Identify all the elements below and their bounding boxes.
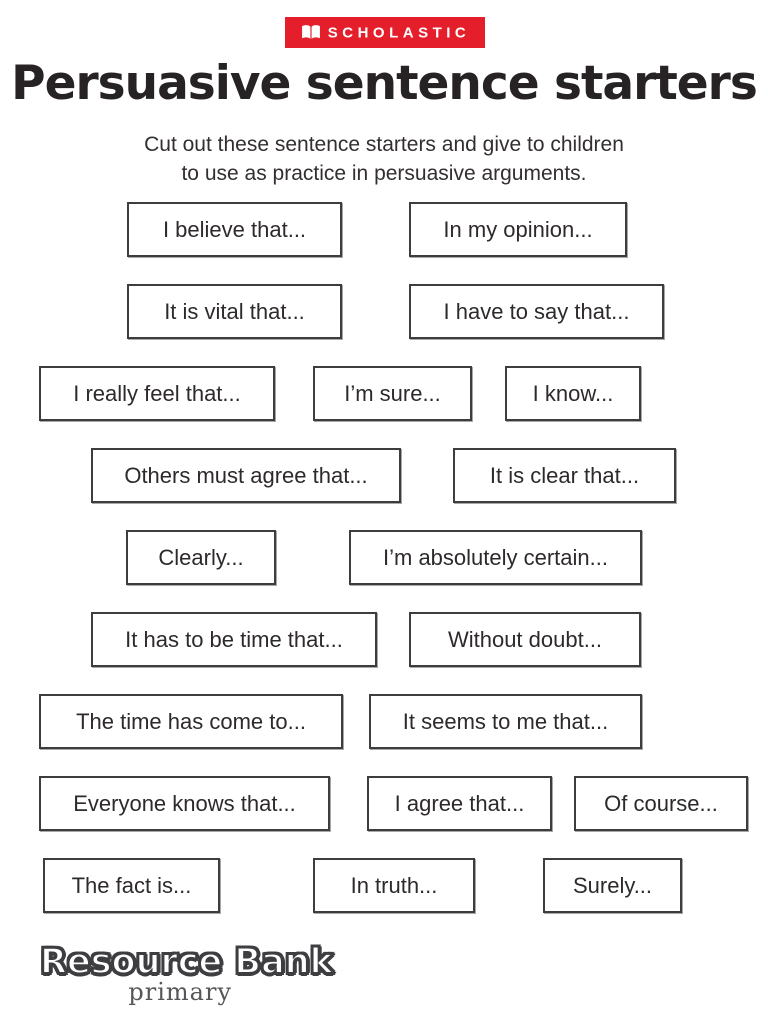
- sentence-card: Of course...: [574, 776, 748, 831]
- sentence-card: Clearly...: [126, 530, 276, 585]
- resource-bank-wordmark: Resource Bank: [39, 941, 334, 983]
- instructions-line-1: Cut out these sentence starters and give…: [144, 133, 624, 156]
- brand-name: SCHOLASTIC: [327, 24, 471, 42]
- sentence-card: I believe that...: [127, 202, 342, 257]
- sentence-card: I agree that...: [367, 776, 552, 831]
- sentence-card: In my opinion...: [409, 202, 627, 257]
- sentence-card: I’m absolutely certain...: [349, 530, 642, 585]
- sentence-card: It is clear that...: [453, 448, 676, 503]
- sentence-card: I really feel that...: [39, 366, 275, 421]
- instructions: Cut out these sentence starters and give…: [0, 130, 768, 188]
- sentence-card: It has to be time that...: [91, 612, 377, 667]
- sentence-card: The fact is...: [43, 858, 220, 913]
- sentence-card: Surely...: [543, 858, 682, 913]
- sentence-card: I know...: [505, 366, 641, 421]
- page-title: Persuasive sentence starters: [11, 56, 758, 111]
- resource-bank-primary-label: primary: [128, 978, 232, 1006]
- sentence-card: Everyone knows that...: [39, 776, 330, 831]
- sentence-card: Without doubt...: [409, 612, 641, 667]
- sentence-card: I’m sure...: [313, 366, 472, 421]
- sentence-card: Others must agree that...: [91, 448, 401, 503]
- sentence-card: The time has come to...: [39, 694, 343, 749]
- sentence-card: In truth...: [313, 858, 475, 913]
- sentence-card: It seems to me that...: [369, 694, 642, 749]
- instructions-line-2: to use as practice in persuasive argumen…: [181, 162, 587, 185]
- open-book-icon: [301, 25, 320, 39]
- resource-bank-logo: Resource Bank primary: [39, 941, 334, 1006]
- sentence-card: It is vital that...: [127, 284, 342, 339]
- scholastic-banner: SCHOLASTIC: [285, 17, 485, 48]
- sentence-card: I have to say that...: [409, 284, 664, 339]
